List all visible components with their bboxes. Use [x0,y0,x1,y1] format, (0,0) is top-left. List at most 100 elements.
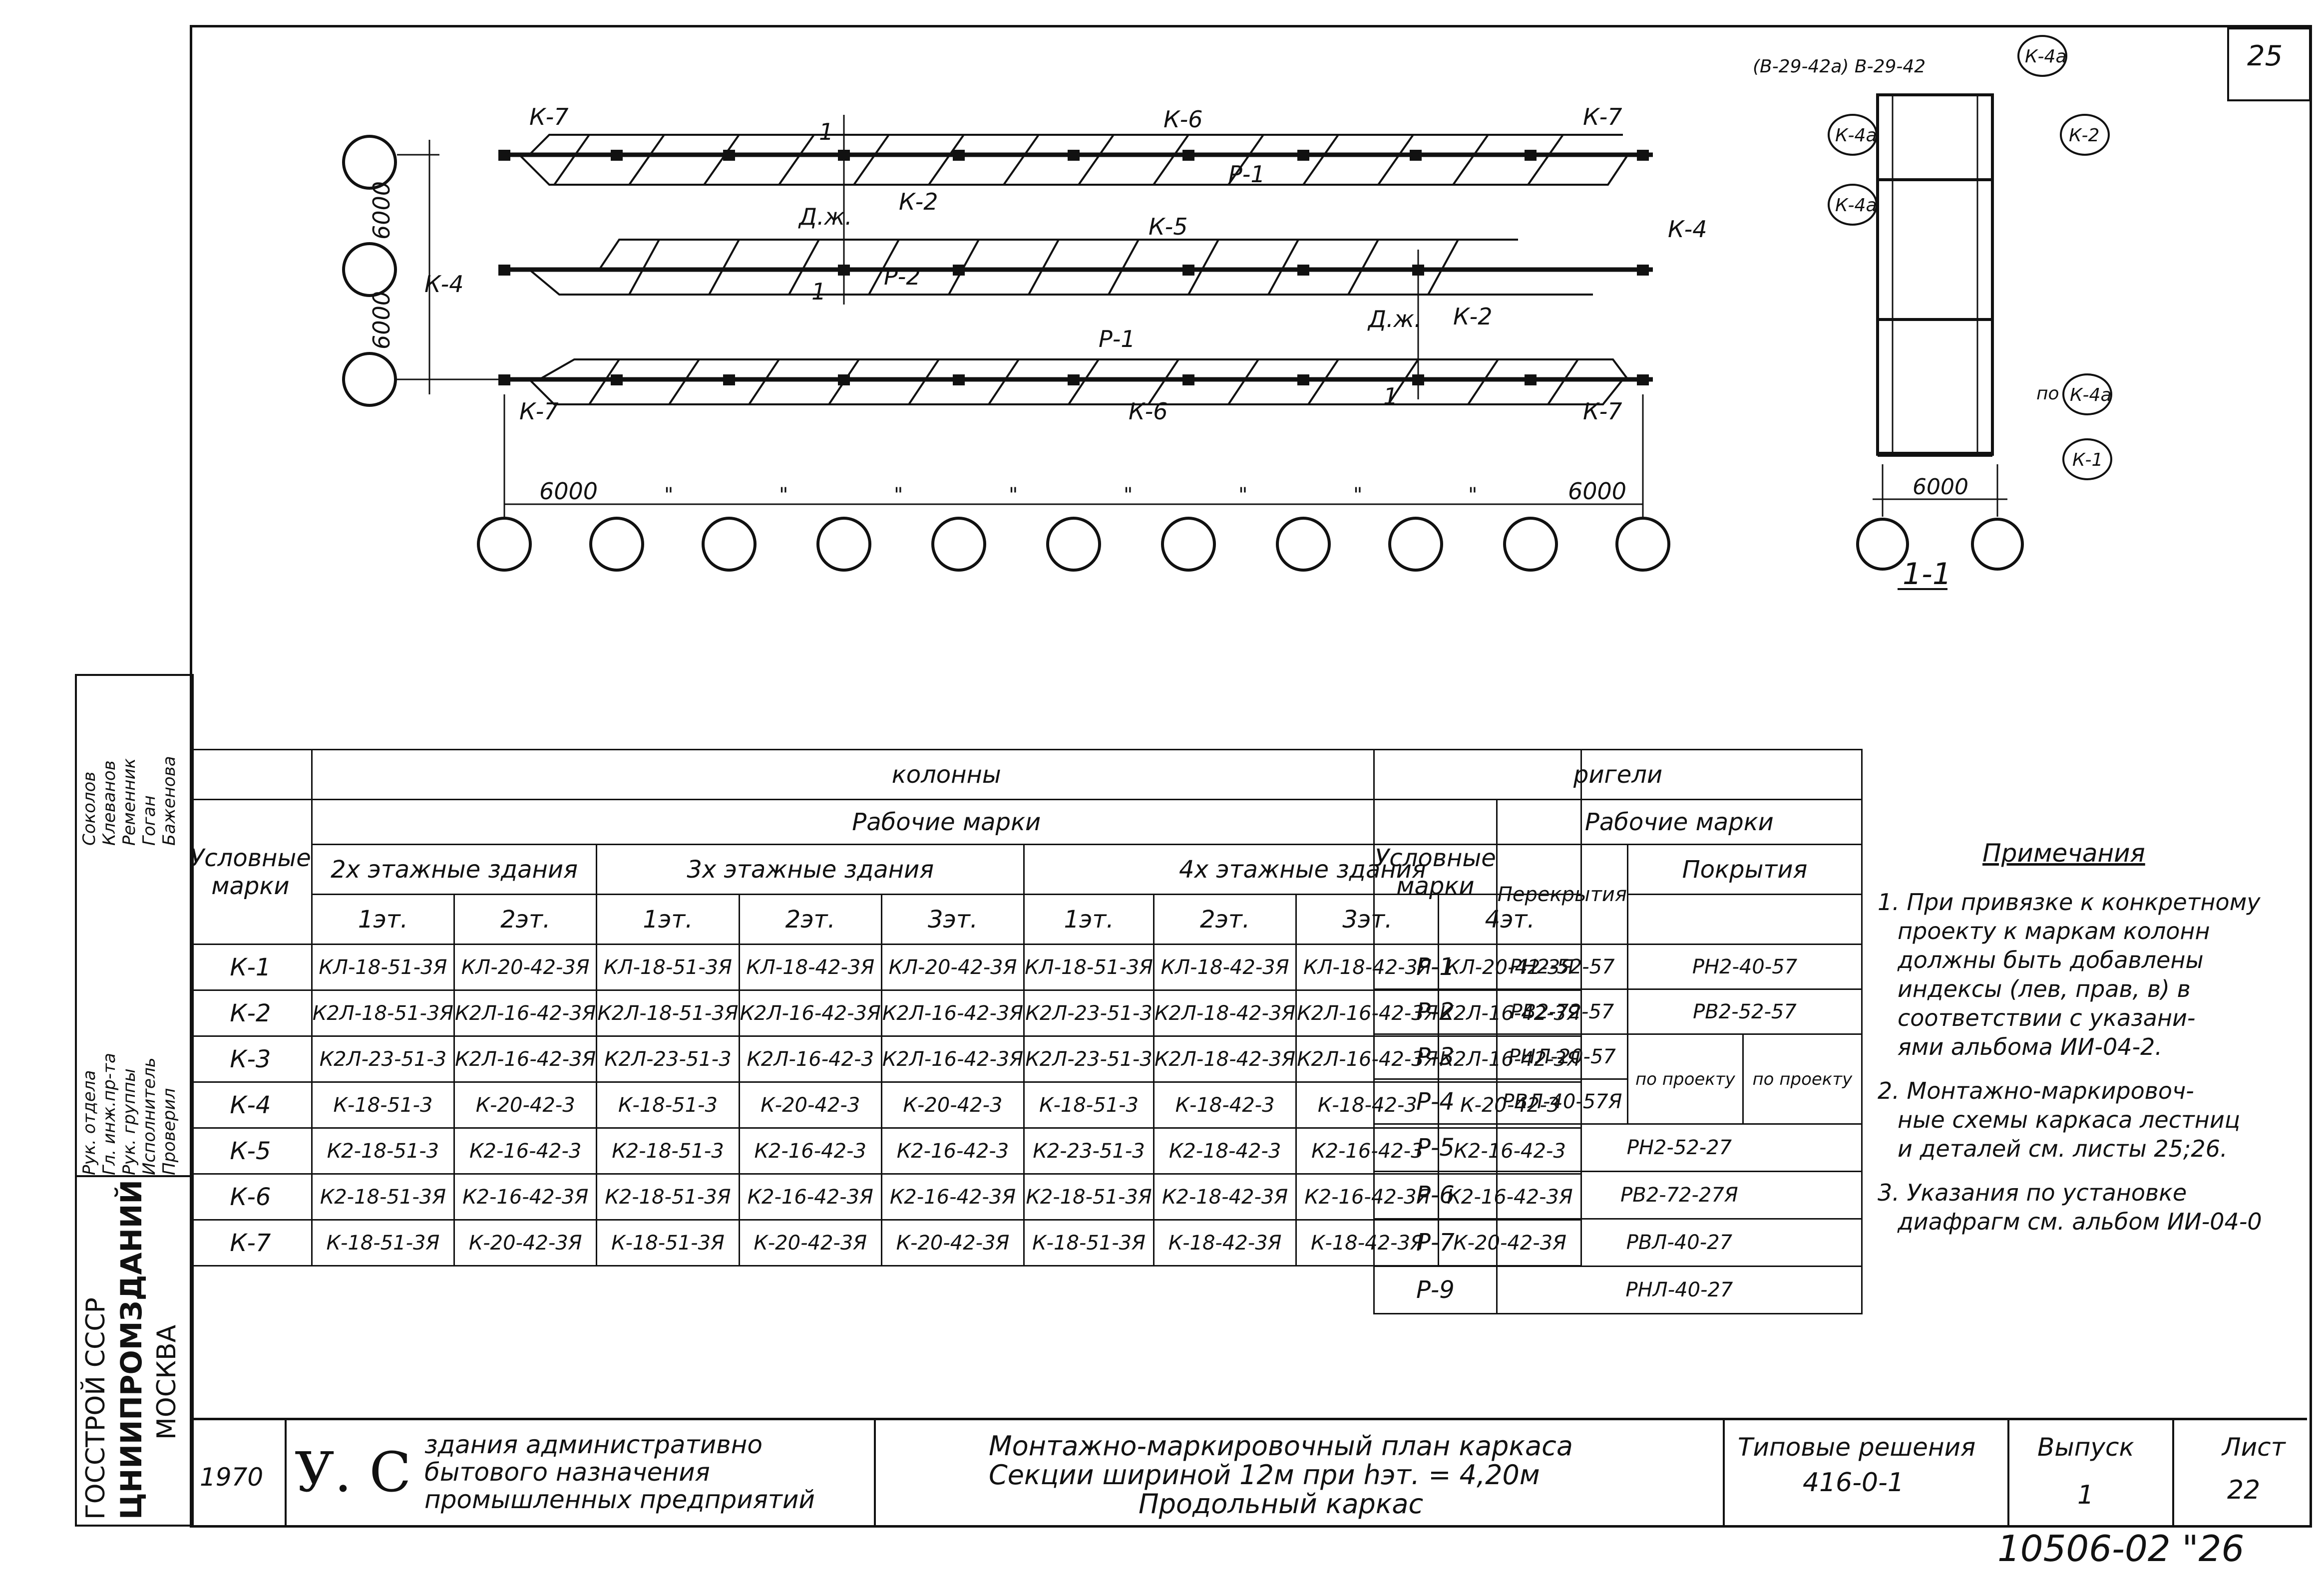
label-k7-top-left: К-7 [529,103,569,130]
note-line: индексы (лев, прав, в) в [1898,975,2191,1002]
column-cell: К2Л-23-51-3 [311,1035,455,1083]
floor-head: 1эт. [1023,894,1155,945]
stamp-name-4: Гоган [139,795,159,846]
column-cell: КЛ-18-42-3Я [1153,944,1297,991]
column-cell: К-18-42-3Я [1153,1219,1297,1267]
column-cell: К-20-42-3Я [453,1219,598,1267]
column-cell: К-20-42-3 [880,1081,1025,1129]
tb-year: 1970 [200,1463,264,1492]
section-dim-6000: 6000 [1913,474,1968,500]
dim-tick-2: " [779,484,788,507]
note-line: должны быть добавлены [1898,947,2204,973]
tb-divider [285,1420,287,1525]
tb-divider [874,1420,876,1525]
dim-tick-7: " [1353,484,1362,507]
columns-cond-head: Условные марки [190,799,313,945]
section-title: 1-1 [1903,557,1951,592]
label-r2: Р-2 [884,263,921,290]
column-mark: К-4 [190,1081,313,1129]
axis-bubble-section-right [1971,518,2024,571]
column-cell: К2-16-42-3Я [738,1173,882,1221]
stamp-role-1: Рук. отдела [79,1070,99,1175]
girder-floor: РН2-52-57 [1496,944,1628,990]
title-block: 1970 У. С здания административно бытовог… [190,1418,2307,1525]
dim-tick-3: " [894,484,903,507]
tb-main-2: Секции шириной 12м при hэт. = 4,20м [989,1459,1540,1491]
note-line: 3. Указания по установке [1878,1179,2187,1206]
column-cell: КЛ-20-42-3Я [880,944,1025,991]
dim-tick-8: " [1468,484,1477,507]
column-cell: К-18-51-3Я [596,1219,740,1267]
stamp-left: Рук. отдела Гл. инж.пр-та Рук. группы Ис… [75,674,194,1527]
tb-sheet-label: Лист [2222,1433,2286,1462]
column-cell: К-18-51-3Я [311,1219,455,1267]
column-mark: К-3 [190,1035,313,1083]
column-cell: КЛ-18-42-3Я [738,944,882,991]
tb-desc-3: промышленных предприятий [424,1485,815,1514]
label-k7-bottom-left: К-7 [519,398,559,425]
column-cell: К2Л-16-42-3Я [880,1035,1025,1083]
axis-bubble-section-left [1856,518,1909,571]
column-cell: К-18-51-3 [596,1081,740,1129]
label-r1-top: Р-1 [1228,161,1265,188]
callout-k1-label: К-1 [2072,450,2103,470]
column-cell: К2Л-16-42-3Я [453,1035,598,1083]
column-cell: К-18-51-3 [311,1081,455,1129]
label-k7-bottom-right: К-7 [1583,398,1622,425]
girder-mark: Р-5 [1373,1123,1498,1172]
label-k6-bottom: К-6 [1129,398,1168,425]
column-cell: К2Л-23-51-3 [1023,989,1155,1037]
girder-mark: Р-1 [1373,944,1498,990]
callout-k4a-1-label: К-4а [1835,125,1877,146]
dim-tick-5: " [1124,484,1133,507]
girders-table: ригели Условные марки Рабочие марки Пере… [1373,749,1863,1314]
note-line: 1. При привязке к конкретному [1878,889,2261,916]
tb-main-3: Продольный каркас [1139,1488,1424,1520]
column-cell: К-18-42-3 [1153,1081,1297,1129]
stamp-name-5: Баженова [159,756,179,846]
column-cell: К2-16-42-3 [453,1127,598,1175]
note-line: ями альбома ИИ-04-2. [1898,1033,2163,1060]
girders-cond-head: Условные марки [1373,799,1498,945]
column-cell: К2Л-18-42-3Я [1153,989,1297,1037]
girder-all: РВ2-72-27Я [1496,1171,1863,1220]
stamp-name-3: Ременник [119,758,139,846]
girder-mark: Р-9 [1373,1266,1498,1314]
tb-divider [1723,1420,1725,1525]
callout-k2 [2060,114,2110,156]
girder-floor: РНЛ-20-57 [1496,1033,1628,1080]
tb-sheet: 22 [2227,1475,2261,1505]
girders-floor-head: Перекрытия [1496,844,1628,945]
dim-tick-4: " [1009,484,1018,507]
dim-6000-v1: 6000 [368,181,395,240]
floor-head: 2эт. [453,894,598,945]
column-mark: К-2 [190,989,313,1037]
label-dzh-2: Д.ж. [1367,306,1422,332]
column-cell: К-20-42-3Я [738,1219,882,1267]
label-k4-left: К-4 [424,271,464,298]
column-cell: К2Л-16-42-3Я [453,989,598,1037]
tb-divider [2172,1420,2174,1525]
tb-issue-label: Выпуск [2037,1433,2134,1462]
column-cell: К2Л-18-51-3Я [311,989,455,1037]
column-mark: К-7 [190,1219,313,1267]
group-3-floors: 3х этажные здания [596,844,1025,895]
column-cell: К2-16-42-3Я [453,1173,598,1221]
girder-roof: РВ2-52-57 [1626,988,1863,1035]
notes: Примечания 1. При привязке к конкретному… [1878,839,2302,1236]
columns-table-title: колонны [311,749,1582,800]
column-cell: К2-23-51-3 [1023,1127,1155,1175]
stamp-org-2: ЦНИИПРОМЗДАНИЙ [114,1180,148,1520]
section-po-label: по [2036,383,2059,404]
girders-table-title: ригели [1373,749,1863,800]
group-2-floors: 2х этажные здания [311,844,598,895]
column-cell: К-20-42-3Я [880,1219,1025,1267]
column-cell: К-18-51-3Я [1023,1219,1155,1267]
dim-tick-1: " [664,484,673,507]
callout-k4a-2-label: К-4а [1835,195,1877,216]
